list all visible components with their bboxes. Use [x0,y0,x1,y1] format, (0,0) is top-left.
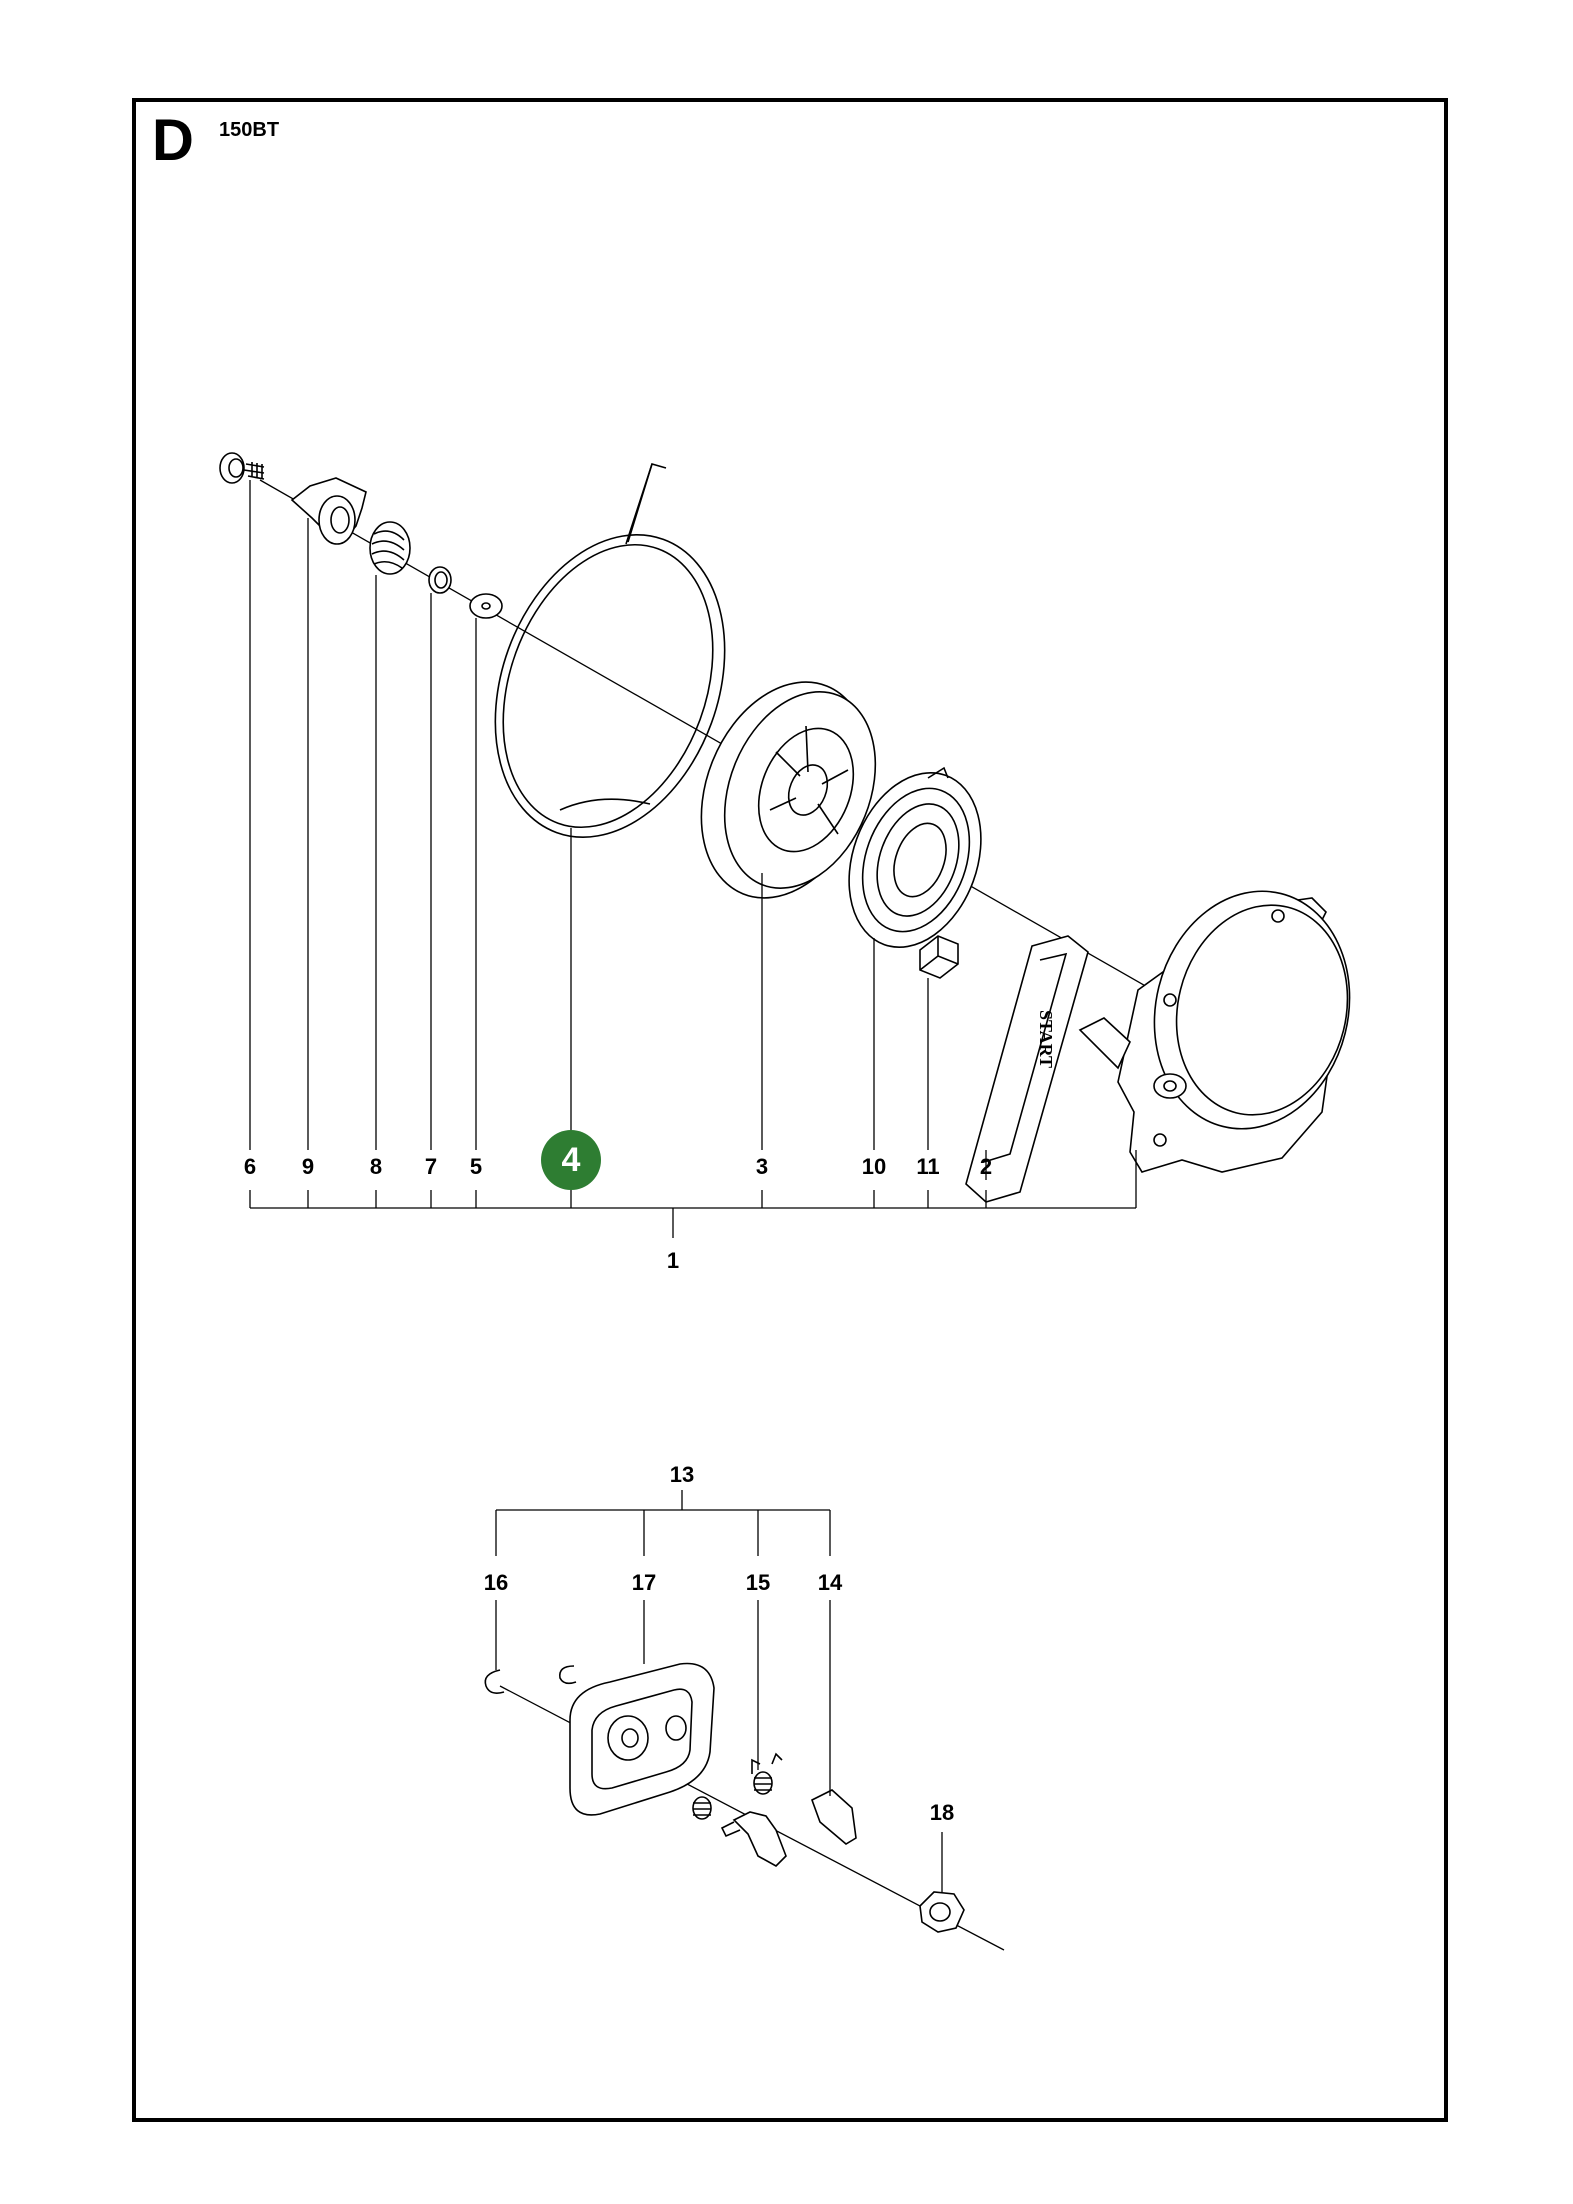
callout-7: 7 [425,1154,437,1179]
callout-4: 4 [562,1141,581,1179]
part-7-ring[interactable] [428,566,452,594]
part-8-spring[interactable] [369,521,411,575]
model-number: 150BT [219,119,280,141]
callout-13: 13 [670,1462,694,1487]
part-4-starter-rope[interactable] [455,463,765,870]
callout-2: 2 [980,1154,992,1179]
part-16-clip[interactable] [484,1669,505,1694]
part-2-start-handle[interactable]: START [965,935,1089,1203]
callout-6: 6 [244,1154,256,1179]
section-letter: D [152,108,194,173]
part-10-recoil-spring[interactable] [826,754,1004,966]
part-15-spring[interactable] [692,1752,783,1820]
callout-11: 11 [916,1154,939,1179]
part-14-pawl[interactable] [720,1789,857,1867]
drawing-frame [132,98,1448,2122]
lower-callouts: 13 16 17 15 14 18 [484,1462,954,1825]
part-6-screw[interactable] [219,452,265,484]
callout-9: 9 [302,1154,314,1179]
upper-callouts: 6 9 8 7 5 4 3 10 11 2 1 [244,1130,992,1273]
part-5-washer[interactable] [469,593,503,619]
callout-15: 15 [746,1570,770,1595]
callout-5: 5 [470,1154,482,1179]
callout-17: 17 [632,1570,656,1595]
callout-1: 1 [667,1248,679,1273]
callout-3: 3 [756,1154,768,1179]
upper-assembly-axis [259,479,1171,1001]
upper-leader-lines [249,480,1137,1238]
callout-8: 8 [370,1154,382,1179]
part-3-pulley[interactable] [671,657,903,923]
callout-4-highlight [541,1130,601,1190]
part-17-pawl-plate[interactable] [558,1662,715,1816]
lower-leader-lines [495,1490,943,1892]
start-handle-text: START [1036,1010,1056,1068]
callout-10: 10 [862,1154,886,1179]
callout-14: 14 [818,1570,843,1595]
part-1-starter-housing[interactable] [1078,870,1374,1173]
part-18-nut[interactable] [919,1891,965,1933]
callout-16: 16 [484,1570,508,1595]
part-9-hub[interactable] [290,477,367,545]
callout-18: 18 [930,1800,954,1825]
part-11-insert[interactable] [919,935,959,979]
